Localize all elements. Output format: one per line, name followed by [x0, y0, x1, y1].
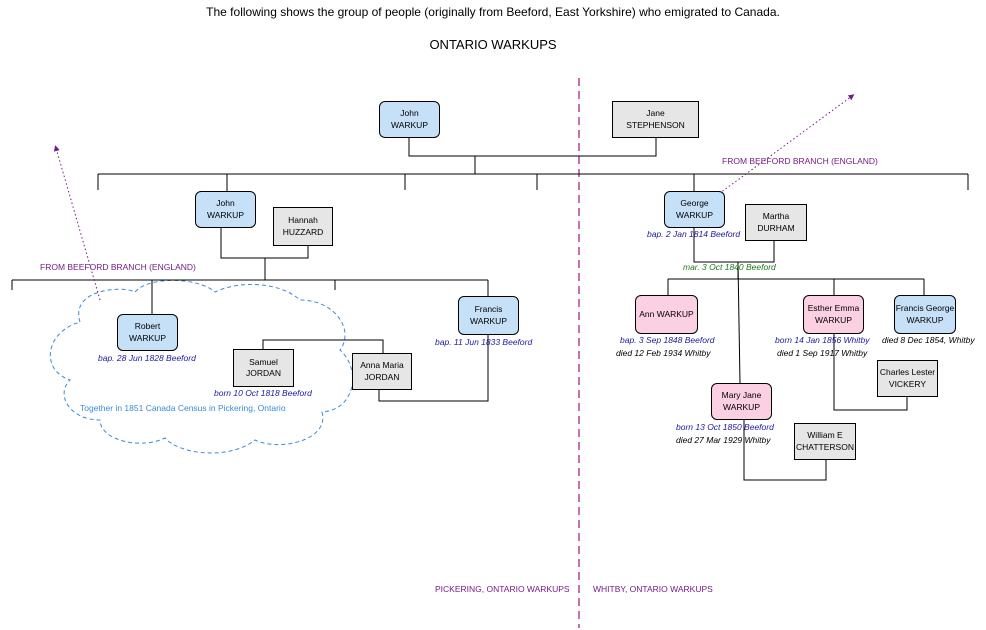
- event-robert-baptism: bap. 28 Jun 1828 Beeford: [98, 353, 196, 363]
- connector-lines: [11, 138, 969, 481]
- event-francis-george-death: died 8 Dec 1854, Whitby: [882, 335, 975, 345]
- note-census-cloud: Together in 1851 Canada Census in Picker…: [80, 403, 286, 413]
- chart-title: ONTARIO WARKUPS: [429, 37, 557, 52]
- event-george-baptism: bap. 2 Jan 1814 Beeford: [647, 229, 741, 239]
- event-ann-baptism: bap. 3 Sep 1848 Beeford: [620, 335, 715, 345]
- region-label-whitby: WHITBY, ONTARIO WARKUPS: [593, 584, 713, 594]
- event-george-marriage: mar. 3 Oct 1840 Beeford: [683, 262, 776, 272]
- event-esther-birth: born 14 Jan 1856 Whitby: [775, 335, 870, 345]
- right-branch-arrow: [715, 94, 855, 197]
- event-mary-jane-death: died 27 Mar 1929 Whitby: [676, 435, 771, 445]
- event-samuel-birth: born 10 Oct 1818 Beeford: [214, 388, 312, 398]
- event-mary-jane-birth: born 13 Oct 1850 Beeford: [676, 422, 774, 432]
- census-cloud-shape: [49, 279, 354, 454]
- region-label-pickering: PICKERING, ONTARIO WARKUPS: [435, 584, 570, 594]
- intro-text: The following shows the group of people …: [206, 5, 780, 19]
- note-from-beeford-right: FROM BEEFORD BRANCH (ENGLAND): [722, 156, 878, 166]
- event-esther-death: died 1 Sep 1917 Whitby: [777, 348, 868, 358]
- person-ann-warkup[interactable]: Ann WARKUP: [635, 295, 698, 334]
- event-francis-baptism: bap. 11 Jun 1833 Beeford: [435, 337, 533, 347]
- note-from-beeford-left: FROM BEEFORD BRANCH (ENGLAND): [40, 262, 196, 272]
- event-ann-death: died 12 Feb 1934 Whitby: [616, 348, 711, 358]
- left-branch-arrow: [53, 145, 101, 301]
